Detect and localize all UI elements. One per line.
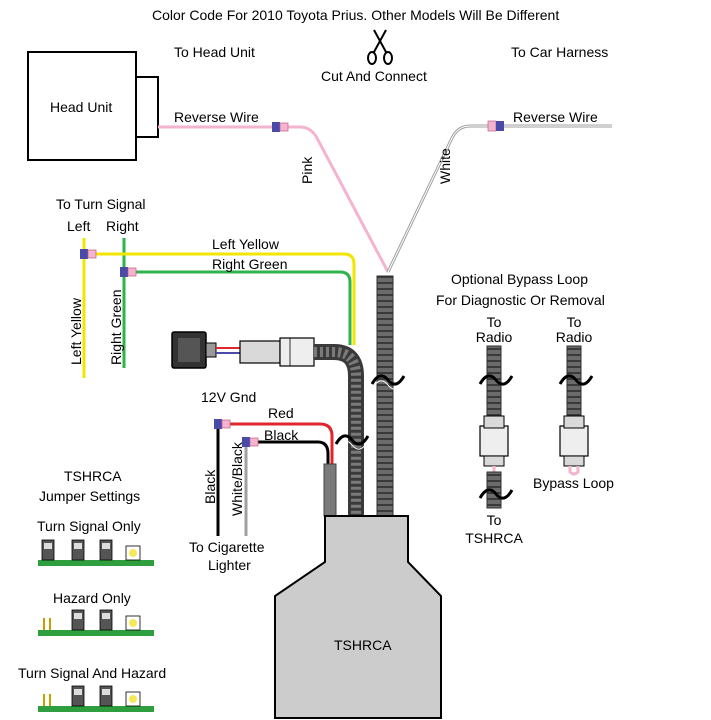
to-radio-2-label-a: To xyxy=(566,314,582,330)
to-cigarette-label-2: Lighter xyxy=(208,557,251,573)
black-wire xyxy=(256,440,330,480)
white-black-vertical-label: White/Black xyxy=(229,442,245,516)
yellow-wire-connector xyxy=(80,249,97,259)
pink-reverse-wire xyxy=(158,125,390,273)
bypass-radio-conduit-1 xyxy=(478,345,514,509)
reverse-wire-right-label: Reverse Wire xyxy=(513,109,598,125)
to-radio-1-label-a: To xyxy=(486,314,502,330)
jumper-board-turn-signal-and-hazard xyxy=(38,685,154,712)
black-wire-connector xyxy=(242,437,259,447)
left-label: Left xyxy=(67,218,91,234)
red-wire-label: Red xyxy=(268,405,294,421)
pink-label: Pink xyxy=(299,156,315,184)
jumper-board-hazard-only xyxy=(38,609,154,636)
white-label: White xyxy=(437,148,453,184)
reverse-conduit xyxy=(376,275,394,517)
green-wire-connector xyxy=(120,267,137,277)
diagram-title: Color Code For 2010 Toyota Prius. Other … xyxy=(152,7,560,23)
turn-signal-and-hazard-label: Turn Signal And Hazard xyxy=(18,665,167,681)
right-green-wire-label: Right Green xyxy=(212,256,288,272)
to-tshrca-label-b: TSHRCA xyxy=(465,530,523,546)
to-turn-signal-label: To Turn Signal xyxy=(56,196,146,212)
to-radio-1-label-b: Radio xyxy=(475,329,513,345)
rocker-switch-icon xyxy=(171,331,315,369)
tshrca-box-label: TSHRCA xyxy=(334,637,392,653)
jumper-board-turn-signal-only xyxy=(38,539,154,566)
cut-and-connect-label: Cut And Connect xyxy=(321,68,427,84)
to-radio-2-label-b: Radio xyxy=(555,329,593,345)
right-label: Right xyxy=(106,218,139,234)
left-yellow-wire-label: Left Yellow xyxy=(212,236,279,252)
white-reverse-wire xyxy=(386,124,612,273)
scissors-icon xyxy=(367,29,393,65)
power-wire-sleeve xyxy=(323,463,337,517)
right-green-vertical-label: Right Green xyxy=(108,289,124,365)
red-wire xyxy=(230,422,334,480)
head-unit-label: Head Unit xyxy=(50,99,113,115)
tshrca-box xyxy=(274,515,442,719)
black-wire-label: Black xyxy=(264,427,299,443)
reverse-wire-left-label: Reverse Wire xyxy=(174,109,259,125)
tshrca-jumper-label-1: TSHRCA xyxy=(64,468,122,484)
to-tshrca-label-a: To xyxy=(486,512,502,528)
12v-gnd-label: 12V Gnd xyxy=(201,389,257,405)
left-yellow-vertical-label: Left Yellow xyxy=(68,298,84,365)
right-green-wire xyxy=(136,270,352,345)
red-wire-connector xyxy=(214,419,231,429)
to-car-harness-label: To Car Harness xyxy=(511,44,609,60)
turn-signal-only-label: Turn Signal Only xyxy=(37,518,141,534)
bypass-loop-label: Bypass Loop xyxy=(533,475,614,491)
pink-wire-connector xyxy=(272,122,289,132)
tshrca-jumper-label-2: Jumper Settings xyxy=(39,488,141,504)
to-cigarette-label-1: To Cigarette xyxy=(189,539,265,555)
left-yellow-wire xyxy=(96,252,356,345)
white-wire-connector xyxy=(487,120,504,132)
head-unit-box xyxy=(27,51,159,161)
optional-bypass-label-2: For Diagnostic Or Removal xyxy=(436,292,605,308)
bypass-radio-conduit-2 xyxy=(558,345,594,476)
optional-bypass-label-1: Optional Bypass Loop xyxy=(451,271,588,287)
hazard-only-label: Hazard Only xyxy=(53,590,131,606)
black-vertical-label: Black xyxy=(202,469,218,504)
to-head-unit-label: To Head Unit xyxy=(174,44,255,60)
